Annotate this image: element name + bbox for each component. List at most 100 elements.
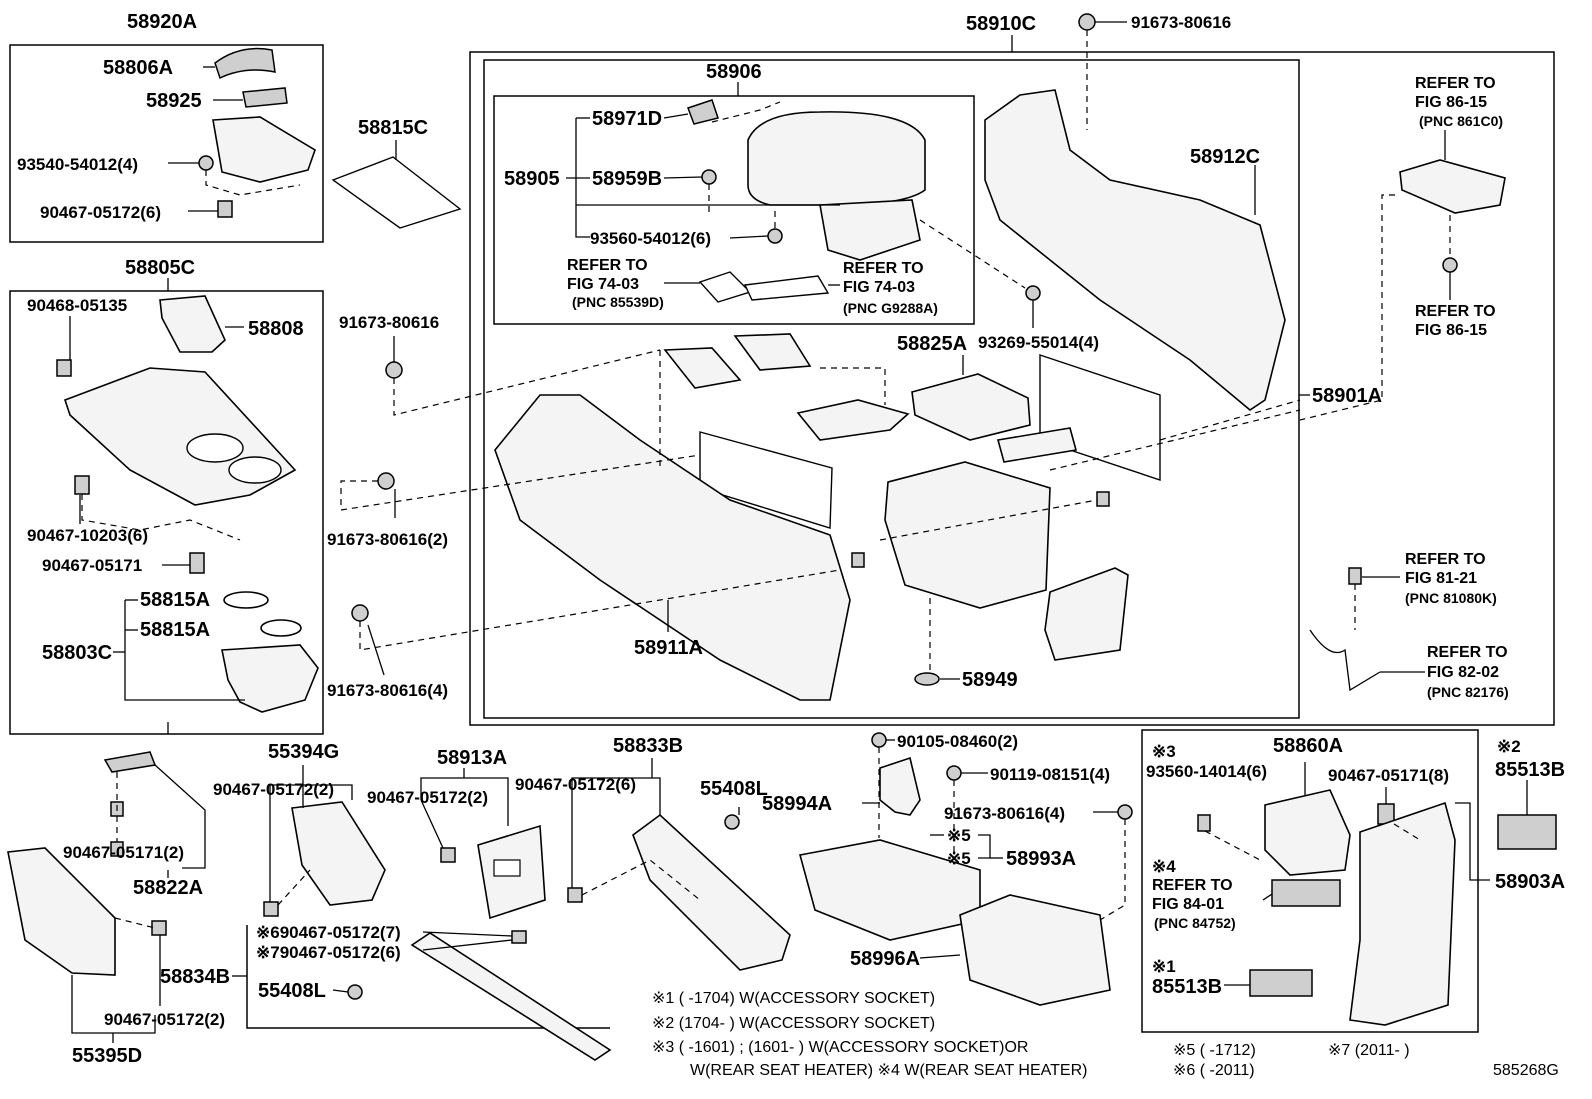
dash (581, 859, 701, 901)
fig-7403a: FIG 74-03 (567, 276, 639, 293)
bracket-58833B (571, 777, 661, 888)
label-55395D: 55395D (72, 1045, 142, 1067)
strip-58834B-shape (410, 932, 612, 1061)
side-panel-58912C-shape (984, 89, 1286, 411)
note-5: ※5 ( -1712) (1173, 1042, 1256, 1059)
label-star3: ※3 (1152, 742, 1176, 761)
dash (205, 170, 301, 196)
group-box-58906 (493, 95, 975, 325)
leader (367, 624, 385, 676)
note-3b: W(REAR SEAT HEATER) ※4 W(REAR SEAT HEATE… (690, 1062, 1087, 1079)
diagram-id: 585268G (1493, 1062, 1559, 1079)
sheet-58901A-shape (1039, 354, 1161, 481)
pnc-861C0: (PNC 861C0) (1419, 113, 1503, 129)
clip-55394G (263, 901, 279, 917)
bolt-91673-c (351, 604, 369, 622)
label-55408L-a: 55408L (700, 778, 768, 800)
label-58833B: 58833B (613, 735, 683, 757)
dash (919, 219, 1026, 289)
label-90468: 90468-05135 (27, 296, 127, 315)
label-58920A: 58920A (127, 11, 197, 33)
dash (820, 367, 886, 405)
label-star2: ※2 (1497, 737, 1521, 756)
group-box-55394G (246, 925, 610, 1029)
label-58806A: 58806A (103, 57, 173, 79)
label-58911A: 58911A (634, 637, 703, 659)
fig-8202: FIG 82-02 (1427, 664, 1499, 681)
label-star4: ※4 (1152, 857, 1176, 876)
bolt-91673-d (1117, 804, 1133, 820)
pad-fig7403b (743, 275, 830, 301)
panel-58833B-shape (632, 813, 791, 971)
dash (879, 499, 1098, 541)
part-58971D-shape (687, 99, 719, 125)
label-90467-05171a: 90467-05171 (42, 556, 142, 575)
label-85513B-a: 85513B (1495, 759, 1565, 781)
bracket-58994A-shape (879, 756, 921, 816)
refer-to-8401: REFER TO (1152, 877, 1233, 894)
refer-to-7403a: REFER TO (567, 257, 648, 274)
switch-85513B-b (1249, 969, 1313, 997)
label-58815A-1: 58815A (140, 589, 210, 611)
cover-58822A-shape (103, 751, 157, 773)
label-58803C: 58803C (42, 642, 112, 664)
label-55394G: 55394G (268, 741, 339, 763)
label-58822A: 58822A (133, 877, 203, 899)
dash (1099, 819, 1126, 921)
leader (1262, 893, 1273, 901)
connector-81080K (1348, 567, 1362, 585)
screw-55408L-a (724, 814, 740, 830)
label-58925: 58925 (146, 90, 202, 112)
note-1: ※1 ( -1704) W(ACCESSORY SOCKET) (652, 990, 935, 1007)
lid-58806A-shape (214, 47, 276, 80)
note-3: ※3 ( -1601) ; (1601- ) W(ACCESSORY SOCKE… (652, 1039, 1028, 1056)
bolt-90119 (946, 765, 962, 781)
label-58815A-2: 58815A (140, 619, 210, 641)
label-90467-05171-2: 90467-05171(2) (63, 843, 184, 862)
label-58815C: 58815C (358, 117, 428, 139)
refer-to-8615b: REFER TO (1415, 303, 1496, 320)
fig-8121: FIG 81-21 (1405, 570, 1477, 587)
screw-fig8615 (1442, 257, 1458, 273)
leader (422, 939, 513, 951)
bracket-top-left (663, 347, 742, 389)
label-90119: 90119-08151(4) (990, 765, 1110, 784)
pad-58949 (914, 672, 940, 686)
dash (114, 917, 156, 929)
pnc-82176: (PNC 82176) (1427, 684, 1509, 700)
bracket (124, 600, 245, 701)
bracket-right (996, 427, 1078, 463)
bolt-91673-top (1078, 13, 1096, 31)
leader (729, 235, 769, 239)
label-85513B-b: 85513B (1152, 976, 1222, 998)
note-6: ※6 ( -2011) (1173, 1062, 1255, 1079)
switch-58913A (493, 859, 521, 877)
refer-to-7403b: REFER TO (843, 260, 924, 277)
label-90105: 90105-08460(2) (897, 732, 1018, 751)
group-box-inner-console (483, 59, 1300, 719)
label-93540: 93540-54012(4) (17, 155, 138, 174)
note-7: ※7 (2011- ) (1328, 1042, 1410, 1059)
clip-58913A (440, 847, 456, 863)
label-58901A: 58901A (1312, 385, 1382, 407)
label-58994A: 58994A (762, 793, 832, 815)
screw-55408L-b (347, 984, 363, 1000)
unit-fig8401 (1271, 879, 1341, 907)
bolt-91673-b (377, 472, 395, 490)
cup-ring-1 (186, 433, 244, 463)
label-58860A: 58860A (1273, 735, 1343, 757)
label-90467-05172-6a: 90467-05172(6) (40, 203, 161, 222)
panel-58805C-shape (63, 367, 297, 506)
label-58906: 58906 (706, 61, 762, 83)
fig-8615b: FIG 86-15 (1415, 322, 1487, 339)
label-91673-c: 91673-80616(4) (327, 681, 448, 700)
label-91673-a: 91673-80616 (339, 313, 439, 332)
bracket-58903A (1455, 802, 1490, 881)
label-58805C: 58805C (125, 257, 195, 279)
label-58913A: 58913A (437, 747, 507, 769)
screw-58959B (701, 169, 717, 185)
dash (1393, 823, 1421, 841)
dash (393, 349, 661, 416)
leader (332, 989, 349, 993)
clip-box-2 (851, 552, 865, 568)
